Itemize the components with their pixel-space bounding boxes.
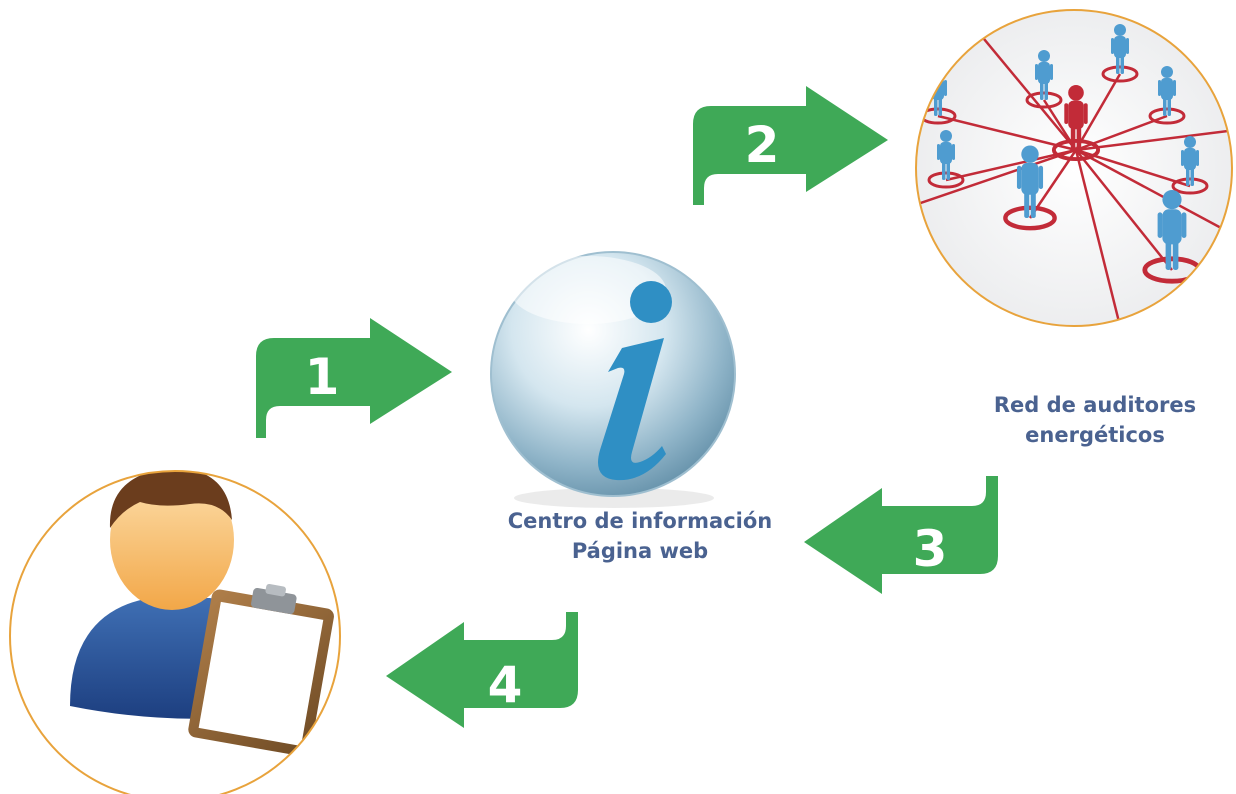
step-2-arrow: 2	[693, 86, 888, 205]
auditor-network-label-line2: energéticos	[1025, 423, 1165, 447]
auditor-network-label-line1: Red de auditores	[993, 393, 1197, 417]
step-1-arrow: 1	[256, 318, 452, 438]
step-4-number: 4	[488, 656, 523, 714]
step-4-arrow: 4	[386, 612, 578, 728]
info-icon	[490, 251, 736, 508]
step-3-arrow: 3	[804, 476, 998, 594]
step-3-number: 3	[913, 520, 948, 578]
step-1-number: 1	[305, 348, 340, 406]
info-center-label-line2: Página web	[571, 539, 709, 563]
auditor-network-label: Red de auditores energéticos	[960, 390, 1230, 450]
info-center-label-line1: Centro de información	[507, 509, 773, 533]
people-network-icon	[915, 9, 1233, 327]
user-with-clipboard-icon	[9, 470, 341, 794]
step-2-number: 2	[745, 116, 780, 174]
info-center-label: Centro de información Página web	[490, 506, 790, 566]
